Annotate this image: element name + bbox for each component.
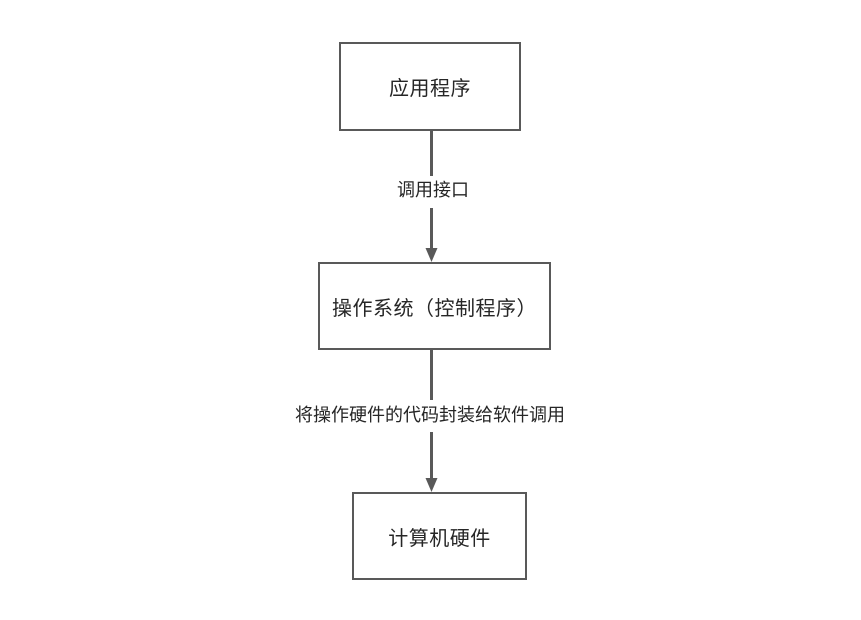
- edge-label-call-api: 调用接口: [391, 180, 475, 202]
- edge-arrowhead-application-to-os: [425, 248, 438, 262]
- node-computer-hardware-label: 计算机硬件: [388, 527, 491, 550]
- edge-label-wrap-hardware-code: 将操作硬件的代码封装给软件调用: [289, 405, 571, 427]
- node-application-label: 应用程序: [389, 78, 471, 100]
- node-application: 应用程序: [339, 42, 521, 131]
- node-operating-system-label: 操作系统（控制程序）: [332, 297, 537, 320]
- edge-arrowhead-os-to-hardware: [425, 478, 438, 492]
- node-operating-system: 操作系统（控制程序）: [318, 262, 551, 350]
- node-computer-hardware: 计算机硬件: [352, 492, 527, 580]
